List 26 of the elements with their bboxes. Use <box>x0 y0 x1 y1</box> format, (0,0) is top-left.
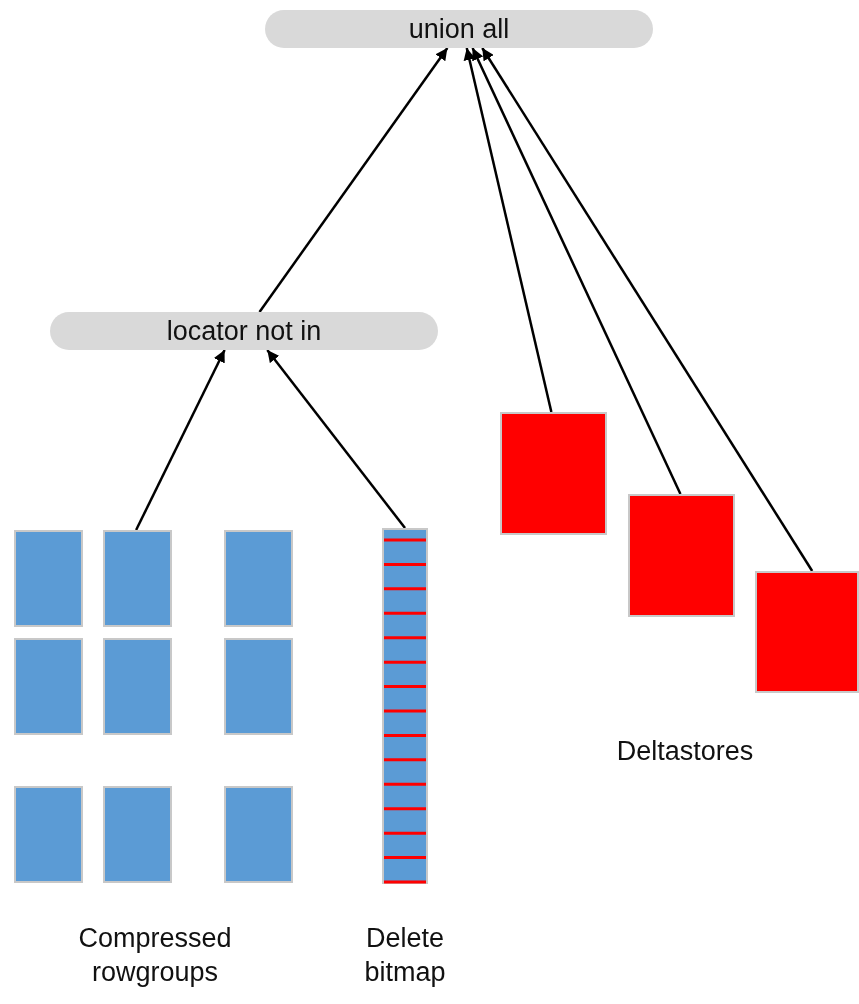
deltastore-block <box>500 412 607 535</box>
rowgroup-block <box>224 638 293 735</box>
operator-label: locator not in <box>166 315 322 347</box>
arrow <box>471 47 682 495</box>
rowgroup-block <box>224 530 293 627</box>
arrow <box>258 47 449 313</box>
operator-pill <box>50 312 438 350</box>
caption-text: Compressed rowgroups <box>77 922 233 989</box>
caption-text: Deltastores <box>615 735 755 768</box>
arrow <box>481 47 814 572</box>
rowgroup-block <box>103 638 172 735</box>
arrow <box>266 349 406 529</box>
deltastore-block <box>755 571 859 693</box>
caption-text: Delete bitmap <box>363 922 447 989</box>
rowgroup-block <box>103 786 172 883</box>
delete-bitmap-drawing <box>382 528 428 884</box>
rowgroup-block <box>14 530 83 627</box>
arrow <box>135 349 226 531</box>
arrow <box>463 47 553 413</box>
deltastore-block <box>628 494 735 617</box>
rowgroup-block <box>14 786 83 883</box>
rowgroup-block <box>103 530 172 627</box>
rowgroup-block <box>14 638 83 735</box>
operator-pill <box>265 10 653 48</box>
rowgroup-block <box>224 786 293 883</box>
operator-label: union all <box>408 13 510 45</box>
